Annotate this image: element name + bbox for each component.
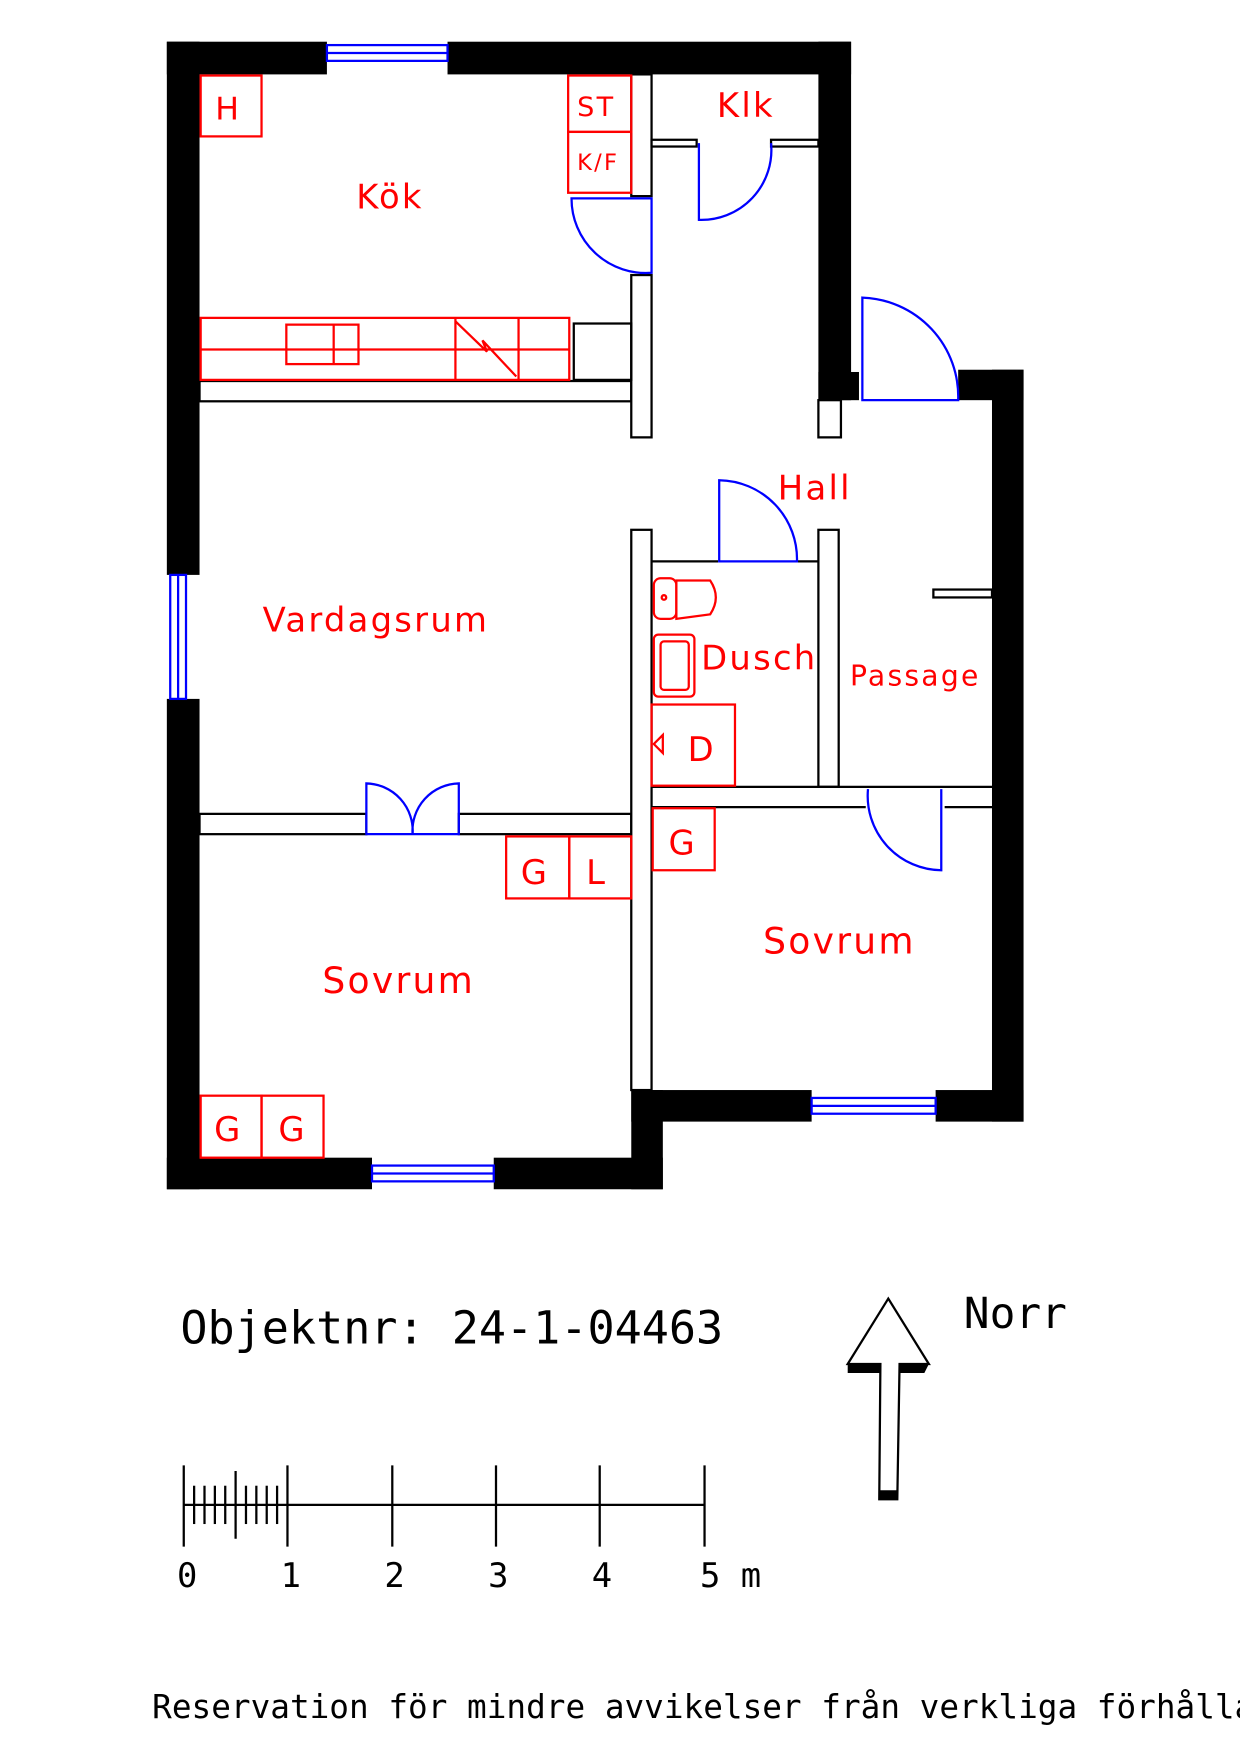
interior-walls (198, 73, 994, 1092)
scale-tick-label: 5 m (700, 1556, 761, 1595)
object-number: Objektnr: 24-1-04463 (180, 1302, 723, 1355)
north-arrow-icon (845, 1296, 931, 1501)
room-label-bedroom-left: Sovrum (322, 960, 475, 1002)
room-label-shower: Dusch (701, 639, 817, 678)
room-label-bedroom-right: Sovrum (763, 921, 916, 963)
linen-closet-label: L (586, 853, 607, 892)
stove (454, 320, 518, 378)
scale-tick-label: 4 (592, 1556, 612, 1595)
doors (365, 143, 960, 872)
wardrobe-label: G (214, 1110, 242, 1149)
heater-label: H (215, 91, 241, 127)
room-label-kitchen: Kök (356, 178, 424, 217)
scale-tick-label: 1 (281, 1556, 301, 1595)
room-label-closet: Klk (717, 86, 775, 125)
fixtures (199, 74, 737, 1159)
wardrobe-label: G (278, 1110, 306, 1149)
windows (169, 43, 937, 1183)
disclaimer-footer: Reservation för mindre avvikelser från v… (152, 1688, 1240, 1726)
north-label: Norr (964, 1289, 1067, 1339)
scale-tick-label: 0 (177, 1556, 197, 1595)
fridge-freezer-label: K/F (577, 150, 619, 176)
scale-tick-label: 2 (384, 1556, 404, 1595)
dryer-label: D (688, 730, 716, 769)
wardrobe-label: G (668, 823, 696, 862)
room-label-hall: Hall (778, 468, 852, 507)
washbasin-icon (652, 633, 696, 698)
room-label-passage: Passage (850, 659, 981, 692)
exterior-walls (166, 41, 1024, 1190)
storage-label: ST (577, 92, 615, 123)
sink (285, 323, 360, 366)
wardrobe-label: G (521, 853, 549, 892)
scale-tick-label: 3 (488, 1556, 508, 1595)
room-label-living: Vardagsrum (263, 600, 490, 639)
scale-bar (182, 1465, 706, 1547)
